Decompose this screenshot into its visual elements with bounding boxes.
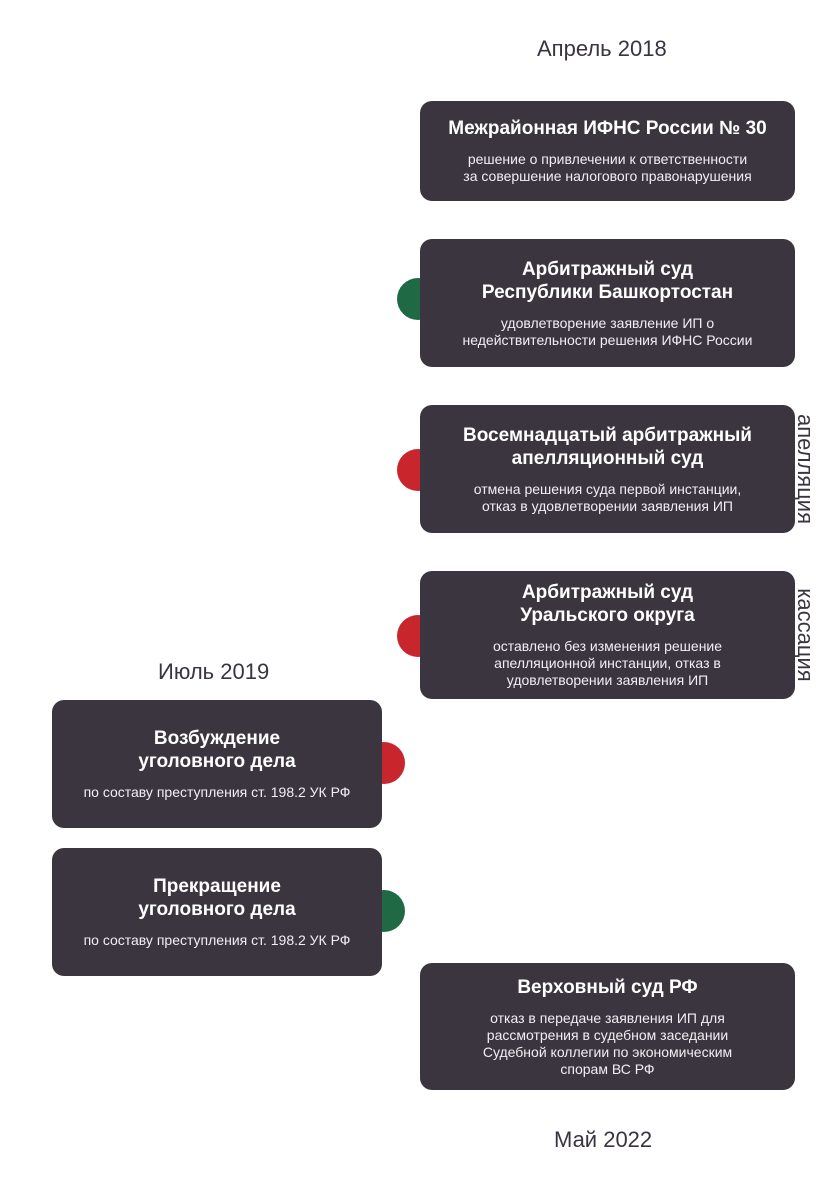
card-description: удовлетворение заявление ИП о недействит… [462, 314, 753, 348]
card-description: по составу преступления ст. 198.2 УК РФ [83, 784, 351, 800]
date-start: Апрель 2018 [537, 36, 667, 61]
date-end: Май 2022 [554, 1127, 653, 1152]
card-description: решение о привлечении к ответственности … [463, 151, 752, 184]
card-title: Возбуждение уголовного дела [138, 728, 296, 772]
card-description: по составу преступления ст. 198.2 УК РФ [83, 932, 351, 948]
card-appeal-court: Восемнадцатый арбитражный апелляционный … [420, 405, 795, 533]
card-criminal-case-termination: Прекращение уголовного дела по составу п… [52, 848, 382, 976]
card-title: Арбитражный суд Уральского округа [520, 582, 695, 626]
card-arbitration-bashkortostan: Арбитражный суд Республики Башкортостан … [420, 239, 795, 367]
card-criminal-case-initiation: Возбуждение уголовного дела по составу п… [52, 700, 382, 828]
card-title: Межрайонная ИФНС России № 30 [448, 118, 767, 139]
card-title: Прекращение уголовного дела [138, 876, 296, 920]
card-ifns: Межрайонная ИФНС России № 30 решение о п… [420, 101, 795, 201]
card-title: Арбитражный суд Республики Башкортостан [481, 258, 734, 303]
card-description: отказ в передаче заявления ИП для рассмо… [482, 1009, 733, 1077]
card-description: отмена решения суда первой инстанции, от… [473, 480, 742, 514]
date-middle: Июль 2019 [158, 659, 270, 684]
card-ural-district-court: Арбитражный суд Уральского округа оставл… [420, 571, 795, 699]
card-description: оставлено без изменения решение апелляци… [492, 638, 723, 688]
card-title: Верховный суд РФ [517, 976, 698, 998]
card-title: Восемнадцатый арбитражный апелляционный … [462, 424, 752, 469]
card-supreme-court: Верховный суд РФ отказ в передаче заявле… [420, 963, 795, 1090]
